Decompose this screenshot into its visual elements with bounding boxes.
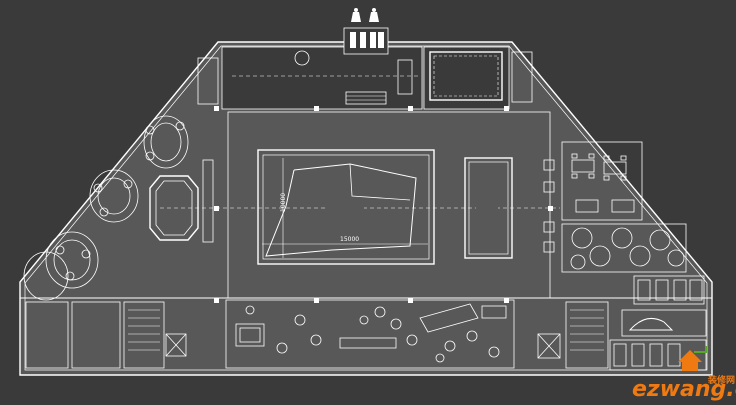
top-rooms — [197, 8, 533, 105]
top-right-room — [423, 46, 510, 110]
elevator-left — [165, 333, 187, 357]
lounge-pod-1 — [143, 115, 189, 169]
garden-trees — [570, 227, 685, 270]
stage-sculpture-fold — [349, 163, 411, 201]
room-b2 — [71, 301, 121, 369]
watermark: ezwang.cn 装修网 — [632, 346, 736, 402]
round-table — [294, 50, 310, 66]
lounge-pod-2-inner — [97, 177, 131, 215]
meeting-room — [561, 141, 643, 221]
lounge-pod-1-inner — [150, 122, 182, 162]
car-display — [621, 309, 707, 337]
restroom-block — [633, 275, 705, 305]
lounge-pod-3-inner — [53, 239, 91, 281]
dimension-width: 15000 — [340, 236, 359, 243]
dining-set-1 — [571, 153, 595, 179]
garden-area — [561, 223, 687, 273]
central-stage-inner — [262, 154, 430, 260]
dining-set-2 — [603, 155, 627, 181]
lower-right-stalls — [613, 343, 681, 367]
entrance-doors — [350, 32, 384, 48]
dining-set-3 — [575, 199, 635, 213]
watermark-cn: 装修网 — [707, 374, 735, 386]
left-service-room — [197, 57, 219, 105]
bottom-rooms — [20, 297, 712, 369]
stair-block — [345, 91, 387, 105]
dancer-figure-icon — [351, 8, 379, 22]
lower-right-rooms — [609, 339, 707, 371]
stair-right — [565, 301, 609, 369]
car-icon — [628, 317, 674, 331]
logo-house-icon — [678, 346, 707, 371]
building-footprint — [19, 41, 713, 376]
columns — [214, 106, 553, 303]
entrance-arc — [23, 251, 69, 301]
column-stack-2 — [543, 181, 555, 193]
stair-lines-right — [570, 309, 604, 351]
lounge-pod-3 — [45, 231, 99, 289]
bottom-gallery — [225, 299, 515, 369]
central-stage-outer — [257, 149, 435, 265]
stair-lines-left — [128, 309, 160, 351]
column-stack-4 — [543, 241, 555, 253]
left-wing — [23, 115, 214, 301]
vip-room — [429, 51, 503, 101]
lounge-chairs — [55, 121, 185, 281]
lounge-pod-2 — [89, 169, 139, 223]
display-bench — [397, 59, 413, 95]
column-stack-1 — [543, 159, 555, 171]
side-room — [511, 51, 533, 103]
stage-sculpture — [265, 163, 417, 257]
watermark-main: ezwang.cn — [632, 377, 736, 402]
stair-b — [123, 301, 165, 369]
room-b1 — [25, 301, 69, 369]
partition-wall — [202, 159, 214, 243]
gallery-furniture — [235, 303, 507, 363]
top-left-room — [221, 46, 423, 110]
restroom-stalls — [637, 279, 703, 301]
right-wing — [543, 141, 707, 371]
dimension-height: 10000 — [280, 193, 287, 212]
column-stack-3 — [543, 221, 555, 233]
building — [19, 41, 713, 376]
elevator-right — [537, 333, 561, 359]
octagon-table — [149, 175, 199, 241]
